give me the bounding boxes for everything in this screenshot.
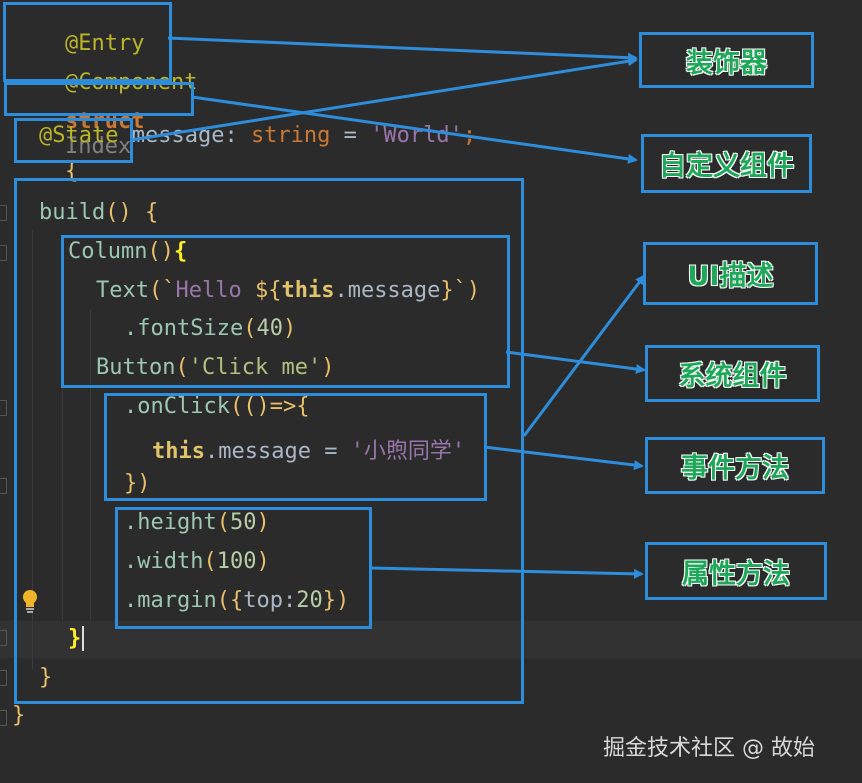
label-attribute-method: 属性方法 <box>645 542 827 600</box>
state-decorator: @State <box>39 123 119 148</box>
fold-marker[interactable] <box>0 245 7 261</box>
code-line-onclick-end[interactable]: }) <box>124 471 151 501</box>
indent-guide <box>90 310 91 620</box>
arrow-attribute-method <box>369 566 644 579</box>
width-close: ) <box>256 549 270 574</box>
fontsize-open: ( <box>243 316 257 341</box>
margin-key: top: <box>243 588 297 613</box>
arrow-system-component <box>505 350 646 374</box>
struct-name: Index <box>64 134 132 159</box>
button-close: ) <box>321 355 335 380</box>
state-type: string <box>250 123 331 148</box>
column-brace: { <box>173 239 188 264</box>
button-open: ( <box>175 355 189 380</box>
column-end-brace: } <box>68 626 85 651</box>
text-this: this <box>281 278 335 303</box>
label-decorator: 装饰器 <box>639 32 814 88</box>
code-line-column-end[interactable]: } <box>68 626 85 656</box>
code-line-build[interactable]: build() { <box>39 200 158 230</box>
fontsize-close: ) <box>282 316 297 341</box>
assign-value: '小煦同学' <box>350 439 466 464</box>
text-close: ) <box>466 278 481 303</box>
code-line-button[interactable]: Button('Click me') <box>96 355 334 385</box>
struct-box <box>4 82 194 116</box>
height-value: 50 <box>229 510 257 535</box>
fold-marker[interactable] <box>0 630 7 646</box>
build-parens: () <box>105 200 145 225</box>
text-interp-open: ${ <box>254 278 282 303</box>
arrow-state-decorator <box>130 56 638 142</box>
code-line-onclick[interactable]: .onClick(()=>{ <box>124 394 309 424</box>
column-component: Column <box>68 239 148 264</box>
label-system-component: 系统组件 <box>645 345 820 402</box>
code-line-column[interactable]: Column(){ <box>68 239 187 269</box>
height-open: ( <box>216 510 230 535</box>
struct-end-brace: } <box>12 703 26 728</box>
state-value: 'World' <box>370 123 463 148</box>
text-component: Text <box>96 278 149 303</box>
button-string: 'Click me' <box>188 355 322 380</box>
arrow-ui-description <box>522 274 646 437</box>
arrow-custom-component <box>191 95 638 164</box>
indent-guide <box>32 230 33 670</box>
margin-value: 20 <box>296 588 323 613</box>
struct-brace: { <box>64 159 79 184</box>
build-end-brace: } <box>39 665 53 690</box>
text-member: .message <box>334 278 441 303</box>
onclick-args: (()=>{ <box>229 394 310 419</box>
fold-marker[interactable] <box>0 710 7 726</box>
assign-this: this <box>152 439 205 464</box>
onclick-method: .onClick <box>124 394 230 419</box>
arrow-decorator <box>167 36 638 63</box>
code-line-text[interactable]: Text(`Hello ${this.message}`) <box>96 278 480 308</box>
width-value: 100 <box>216 549 257 574</box>
label-event-method: 事件方法 <box>645 437 825 494</box>
text-interp-close: }` <box>440 278 467 303</box>
fontsize-method: .fontSize <box>124 316 244 341</box>
fold-marker[interactable] <box>0 400 7 416</box>
code-line-entry[interactable]: @Entry <box>12 6 144 56</box>
fold-marker[interactable] <box>0 205 7 221</box>
assign-member: .message = <box>204 439 351 464</box>
watermark: 掘金技术社区 @ 故始 <box>603 736 815 761</box>
indent-guide <box>62 270 63 620</box>
margin-open: ({ <box>216 588 244 613</box>
build-brace: { <box>144 200 159 225</box>
state-equals: = <box>330 123 371 148</box>
width-open: ( <box>203 549 217 574</box>
entry-decorator: @Entry <box>64 31 145 56</box>
margin-close: }) <box>322 588 350 613</box>
code-line-fontsize[interactable]: .fontSize(40) <box>124 316 296 346</box>
system-component-box <box>61 235 510 388</box>
code-line-width[interactable]: .width(100) <box>124 549 270 579</box>
column-parens: () <box>147 239 174 264</box>
label-ui-description: UI描述 <box>643 242 818 305</box>
code-line-struct-end[interactable]: } <box>12 703 25 733</box>
decorator-box <box>3 2 172 82</box>
fold-marker[interactable] <box>0 670 7 686</box>
lightbulb-icon[interactable] <box>20 588 40 614</box>
build-method: build <box>39 200 106 225</box>
code-line-build-end[interactable]: } <box>39 665 52 695</box>
height-method: .height <box>124 510 217 535</box>
margin-method: .margin <box>124 588 217 613</box>
code-line-height[interactable]: .height(50) <box>124 510 270 540</box>
onclick-end: }) <box>124 471 151 496</box>
text-string: Hello <box>175 278 255 303</box>
text-open: (` <box>148 278 176 303</box>
code-line-margin[interactable]: .margin({top:20}) <box>124 588 349 618</box>
code-line-assign[interactable]: this.message = '小煦同学' <box>152 433 466 464</box>
fold-marker[interactable] <box>0 478 7 494</box>
code-line-state[interactable]: @State message: string = 'World'; <box>39 123 476 153</box>
arrow-event-method <box>483 445 644 471</box>
build-box <box>14 178 524 704</box>
label-custom-component: 自定义组件 <box>641 134 812 193</box>
width-method: .width <box>124 549 204 574</box>
height-close: ) <box>256 510 270 535</box>
fontsize-value: 40 <box>256 316 283 341</box>
button-component: Button <box>96 355 176 380</box>
